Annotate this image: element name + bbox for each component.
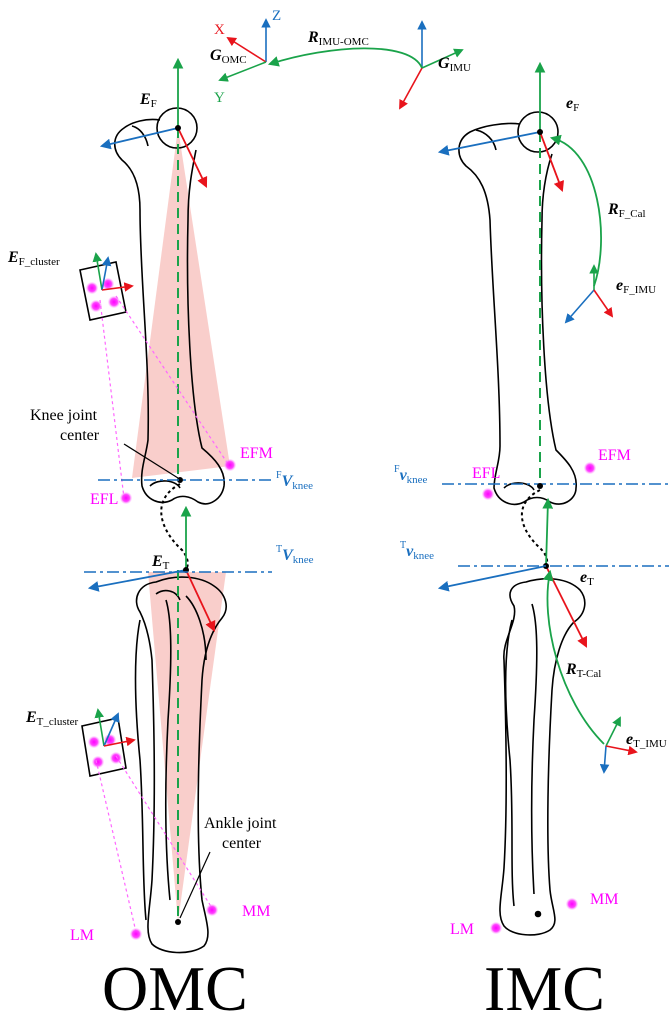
omc-global-label: GOMC [210,47,247,66]
imc-tibia-imu-frame: eT_IMU [604,718,667,772]
omc-femur-frame-axes: EF [102,60,206,186]
rotation-imu-omc: RIMU-OMC [270,29,422,68]
imc-efl-label: EFL [472,465,500,482]
omc-mm-marker [206,904,218,916]
imc-tibia-frame-label: eT [580,569,594,588]
imc-tibia-imu-label: eT_IMU [626,731,667,750]
imc-femur-imu-label: eF_IMU [616,277,656,296]
omc-femur-frame-label: EF [139,91,157,110]
omc-title: OMC [102,953,248,1017]
axis-y-label: Y [214,90,225,106]
omc-femur-plane-label: FVknee [276,470,313,492]
ankle-center-label-2: center [222,835,262,852]
imc-femur-bone [459,112,576,504]
axis-z-label: Z [272,8,281,24]
imc-tibia-plane-label: Tvknee [400,540,434,562]
omc-lm-label: LM [70,927,94,944]
omc-lm-marker [130,928,142,940]
ankle-center-label-1: Ankle joint [204,815,277,832]
omc-tibia-cluster: ET_cluster [25,709,134,776]
omc-tibia-cluster-label: ET_cluster [25,709,79,728]
imc-efm-label: EFM [598,447,631,464]
omc-femur-cluster-label: EF_cluster [7,249,60,268]
imc-femur-frame-label: eF [566,95,579,114]
imc-mm-marker [566,898,578,910]
imc-efm-marker [584,462,596,474]
omc-mm-label: MM [242,903,270,920]
omc-global-frame: X Z Y GOMC [210,8,281,106]
imc-lm-label: LM [450,921,474,938]
imc-femur-frame-axes: eF [440,64,579,190]
omc-femur-cluster: EF_cluster [7,249,132,320]
axis-x-label: X [214,22,225,38]
omc-efm-label: EFM [240,445,273,462]
knee-center-label-1: Knee joint [30,407,98,424]
rotation-imu-omc-label: RIMU-OMC [307,29,369,48]
omc-efl-label: EFL [90,491,118,508]
omc-efl-marker [120,492,132,504]
knee-center-label-2: center [60,427,100,444]
imc-efl-marker [482,488,494,500]
omc-tibia-plane-label: TVknee [276,544,314,566]
imc-tibia-bone [500,579,585,935]
imc-femur-imu-frame: eF_IMU [566,266,656,322]
imc-lm-marker [490,922,502,934]
imc-femur-rot-label: RF_Cal [607,201,646,220]
imc-tibia-rot-label: RT-Cal [565,661,601,680]
femur-cone [132,128,230,478]
imc-title: IMC [484,953,605,1017]
imc-femur-plane-label: Fvknee [394,464,428,486]
imc-mm-label: MM [590,891,618,908]
imc-tibia-frame-axes: eT [440,500,594,646]
imu-global-frame: GIMU [400,22,471,108]
imu-global-label: GIMU [438,55,471,74]
omc-tibia-frame-label: ET [151,553,170,572]
omc-efm-marker [224,459,236,471]
